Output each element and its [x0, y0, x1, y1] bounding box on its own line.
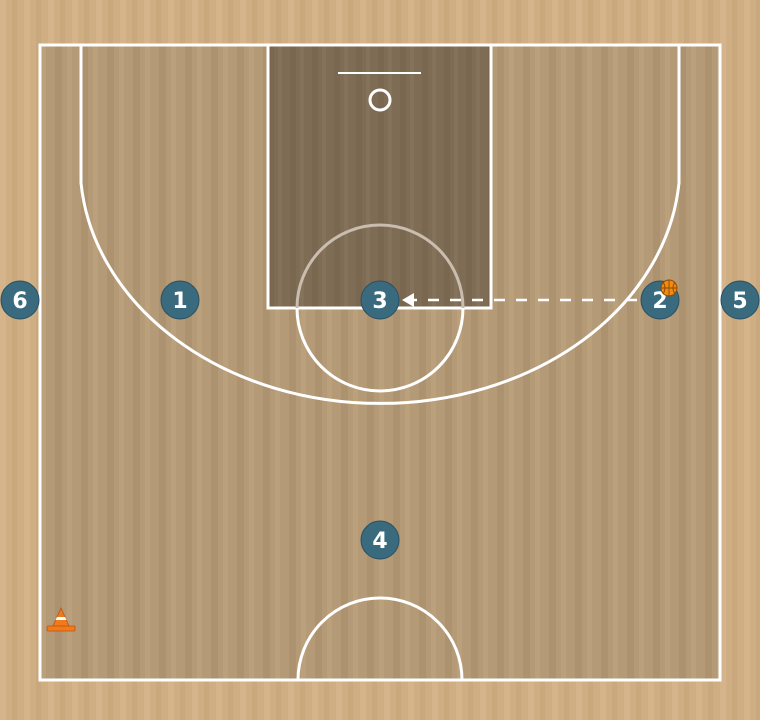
player-marker: [160, 280, 200, 320]
player-marker: [0, 280, 40, 320]
player-marker: [360, 520, 400, 560]
free-throw-circle-bottom: [295, 307, 465, 393]
pass-arrow: [402, 293, 637, 307]
cone-icon[interactable]: [46, 607, 76, 632]
player-label: 6: [12, 289, 27, 314]
player-label: 4: [372, 529, 387, 554]
player-5[interactable]: 5: [720, 280, 760, 320]
player-label: 3: [372, 289, 387, 314]
center-circle: [296, 596, 464, 681]
player-6[interactable]: 6: [0, 280, 40, 320]
player-1[interactable]: 1: [160, 280, 200, 320]
player-label: 2: [652, 289, 667, 314]
three-point-line: [79, 45, 681, 405]
player-marker: [360, 280, 400, 320]
paint-area: [268, 45, 491, 308]
player-label: 5: [732, 289, 747, 314]
basketball-icon: [660, 279, 678, 297]
player-4[interactable]: 4: [360, 520, 400, 560]
player-label: 1: [172, 289, 187, 314]
free-throw-circle-top: [295, 223, 465, 309]
player-marker: [720, 280, 760, 320]
hoop: [368, 88, 392, 112]
arrow-head: [402, 293, 414, 307]
player-3[interactable]: 3: [360, 280, 400, 320]
